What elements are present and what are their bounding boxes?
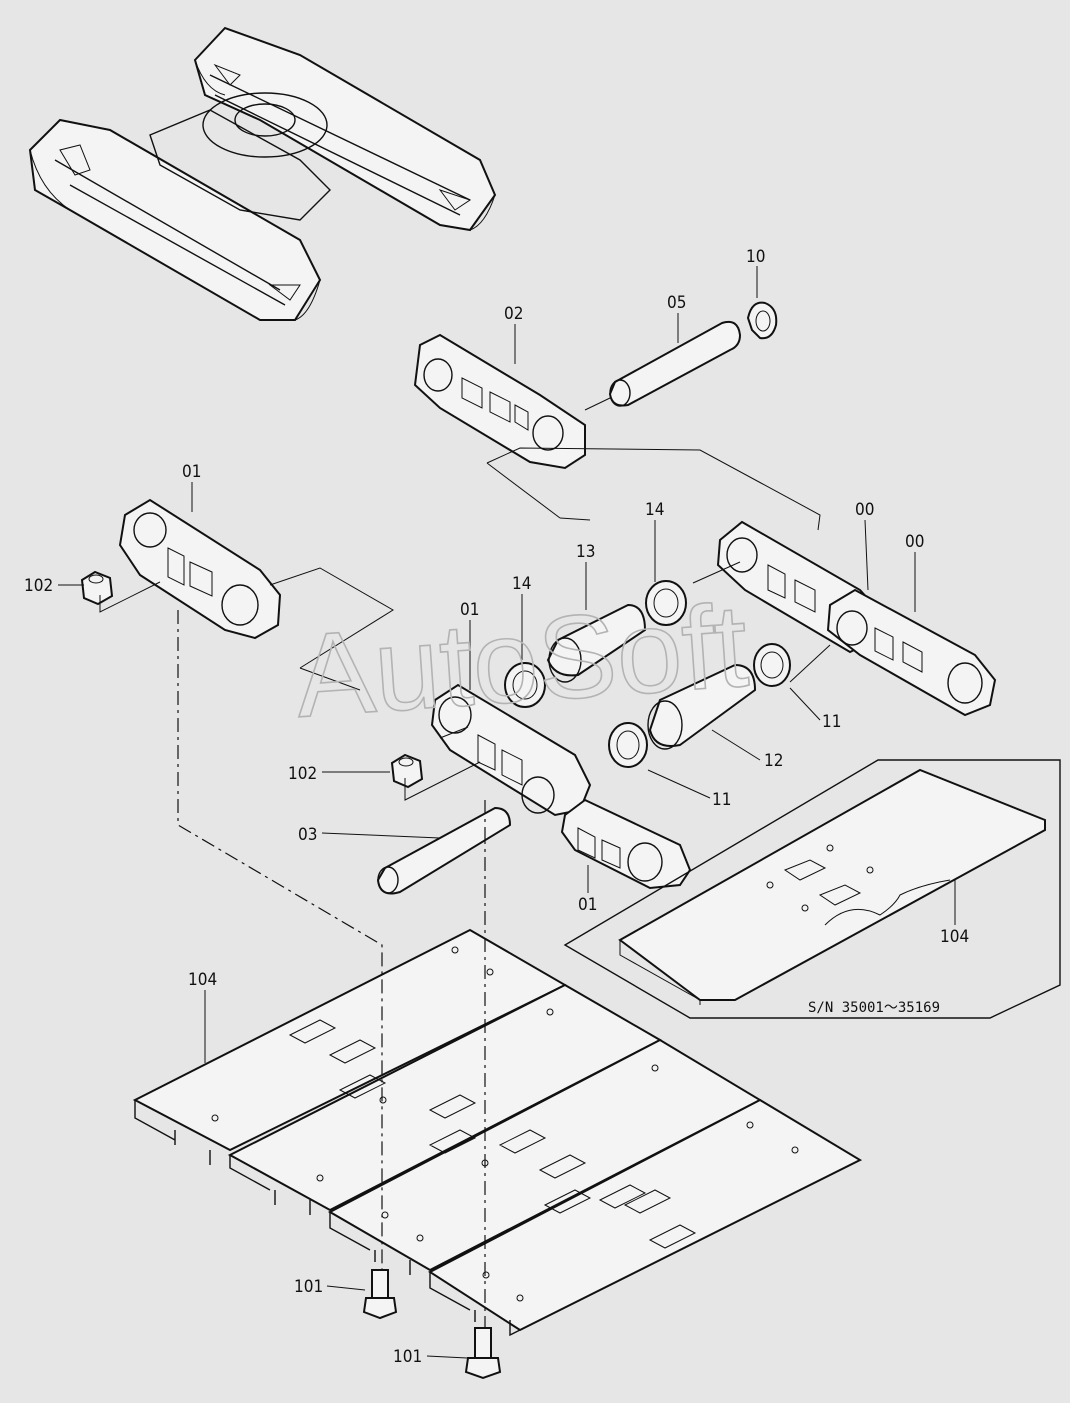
assembly-lines — [99, 397, 831, 1328]
undercarriage-illustration — [28, 26, 497, 321]
shoe-plates — [132, 928, 863, 1337]
clip-10 — [746, 301, 778, 340]
callout-03: 03 — [298, 825, 317, 845]
seal-14-right — [645, 580, 687, 626]
bushing-12 — [647, 663, 757, 750]
callout-00-b: 00 — [905, 532, 924, 552]
callout-02: 02 — [504, 304, 523, 324]
callout-11-right: 11 — [822, 712, 841, 732]
track-link-01-upper — [118, 498, 282, 640]
bushing-13 — [546, 603, 647, 683]
track-link-01-pair — [430, 683, 692, 890]
seal-14-left — [504, 662, 546, 708]
callout-01-bottom: 01 — [578, 895, 597, 915]
bolt-101-a — [362, 1269, 398, 1320]
leader-lines — [58, 266, 956, 1359]
callout-00-a: 00 — [855, 500, 874, 520]
callout-05: 05 — [667, 293, 686, 313]
seal-11-right — [753, 643, 791, 687]
pin-05 — [608, 320, 742, 407]
watermark-text: AutoSoft — [291, 580, 752, 743]
serial-inset — [563, 759, 1061, 1019]
callout-01-top: 01 — [182, 462, 201, 482]
callout-101-b: 101 — [393, 1347, 422, 1367]
callout-13: 13 — [576, 542, 595, 562]
nut-102-mid — [390, 753, 424, 789]
pin-03 — [376, 806, 512, 895]
callout-14-right: 14 — [645, 500, 664, 520]
nut-102-upper — [80, 570, 114, 606]
callout-14-left: 14 — [512, 574, 531, 594]
callout-104-left: 104 — [188, 970, 217, 990]
callout-01-mid: 01 — [460, 600, 479, 620]
seal-11-left — [608, 722, 648, 768]
callout-102-top: 102 — [24, 576, 53, 596]
serial-note: S/N 35001～35169 — [808, 1000, 940, 1016]
callout-labels: 10 05 02 01 102 14 13 14 01 00 00 11 12 … — [24, 247, 969, 1367]
track-link-02 — [413, 333, 586, 470]
track-link-00-pair — [716, 520, 997, 717]
bolt-101-b — [464, 1327, 502, 1380]
callout-12: 12 — [764, 751, 783, 771]
callout-11-left: 11 — [712, 790, 731, 810]
callout-104-right: 104 — [940, 927, 969, 947]
callout-102-mid: 102 — [288, 764, 317, 784]
callout-101-a: 101 — [294, 1277, 323, 1297]
callout-10: 10 — [746, 247, 765, 267]
